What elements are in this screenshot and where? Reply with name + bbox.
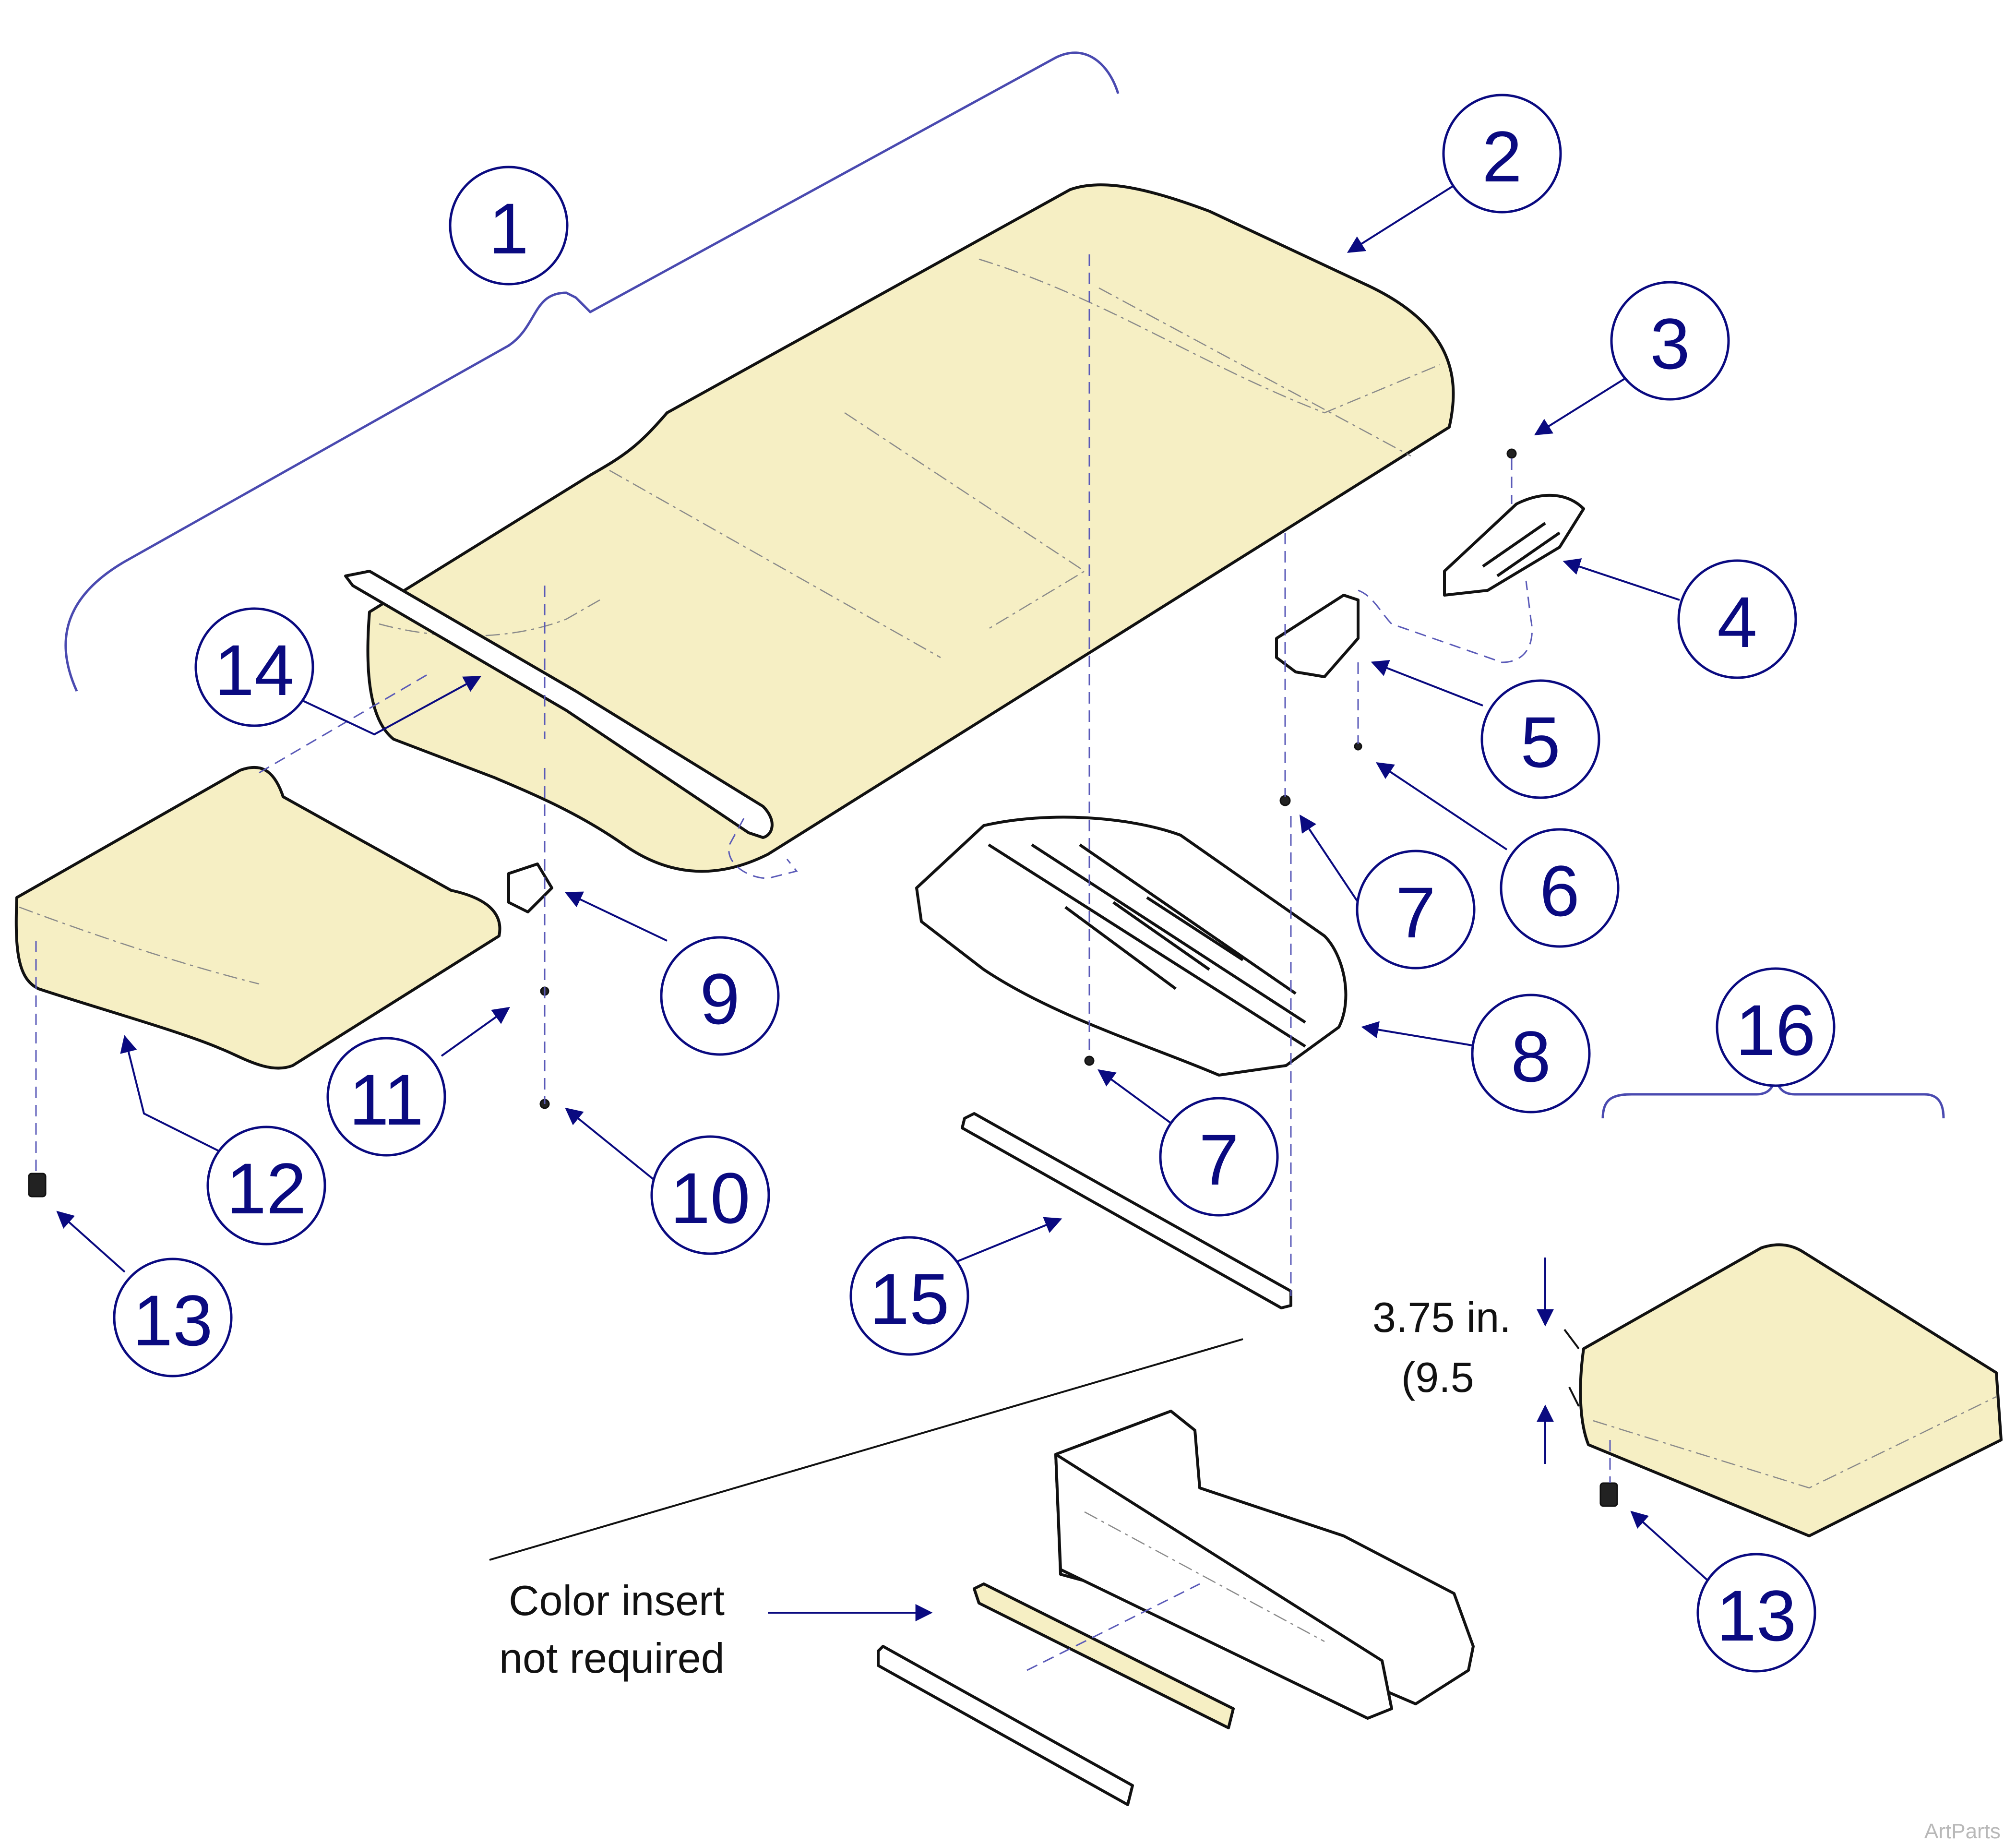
callout-number: 5 [1520,702,1560,782]
callout-circle [1471,994,1591,1114]
callout-number: 7 [1199,1119,1239,1200]
leg-cushion [14,766,501,1070]
callout-number: 11 [349,1059,424,1140]
detail-divider-line [489,1338,1243,1561]
callout-c13a: 13 [113,1258,233,1378]
callout-circle [1356,850,1476,970]
callout-circle [1480,679,1600,799]
callout-circle [1159,1097,1279,1217]
foot-fitting [507,863,553,913]
callout-number: 9 [700,958,740,1039]
dimension-line-2: (9.5 [1401,1354,1474,1401]
callout-c6: 6 [1500,828,1620,948]
callout-c1: 1 [449,166,569,286]
callout-c2: 2 [1442,94,1562,214]
callout-circle [650,1135,770,1255]
callout-number: 4 [1717,582,1757,662]
callout-c15: 15 [849,1236,969,1356]
callout-number: 7 [1396,872,1435,953]
callout-c11: 11 [326,1037,446,1157]
callout-c13b: 13 [1696,1553,1816,1673]
callout-number: 6 [1539,851,1579,931]
leader-lines [56,181,1729,1621]
callout-number: 16 [1736,990,1816,1070]
callout-c12: 12 [206,1126,326,1246]
callout-c8: 8 [1471,994,1591,1114]
callout-number: 3 [1650,303,1690,384]
drawer-assembly [877,1410,1475,1806]
callout-number: 13 [1717,1575,1797,1656]
callout-number: 1 [489,188,528,269]
callout-c14: 14 [194,607,314,727]
callout-c4: 4 [1677,559,1797,679]
callout-circle [1500,828,1620,948]
callout-number: 12 [227,1148,307,1229]
insert-note-line-1: Color insert [509,1577,725,1624]
bracket-item-1 [64,51,1120,692]
watermark: ArtParts [1924,1820,2001,1843]
callout-c9: 9 [660,936,780,1056]
callout-circle [449,166,569,286]
callout-number: 14 [215,630,295,710]
base-shell [915,815,1348,1077]
dimension-line-1: 3.75 in. [1372,1294,1511,1341]
callout-circle [1677,559,1797,679]
callout-circle [206,1126,326,1246]
callout-number: 2 [1482,116,1522,197]
fasteners [28,448,1618,1507]
callout-number: 15 [870,1258,950,1339]
callout-circle [1610,281,1730,401]
callout-c16: 16 [1716,967,1836,1087]
insert-note-line-2: not required [499,1634,725,1682]
callout-circle [1696,1553,1816,1673]
callout-number: 10 [670,1158,751,1238]
assembly-lines [35,254,1611,1483]
callout-c7b: 7 [1159,1097,1279,1217]
seat-cushion [366,183,1455,873]
callout-c10: 10 [650,1135,770,1255]
trim-rod [344,570,774,839]
callout-number: 8 [1511,1016,1551,1097]
callout-number: 13 [133,1280,213,1361]
callout-circle [1442,94,1562,214]
lower-rod [961,1112,1292,1309]
callout-circle [113,1258,233,1378]
callout-circle [194,607,314,727]
callout-circle [660,936,780,1056]
dimension-marks [1537,1258,1580,1464]
callout-c3: 3 [1610,281,1730,401]
callout-circle [326,1037,446,1157]
callout-c5: 5 [1480,679,1600,799]
headrest-cushion [1579,1243,2003,1537]
callout-circle [849,1236,969,1356]
callout-c7a: 7 [1356,850,1476,970]
mounting-plate [1275,594,1360,678]
callout-circle [1716,967,1836,1087]
